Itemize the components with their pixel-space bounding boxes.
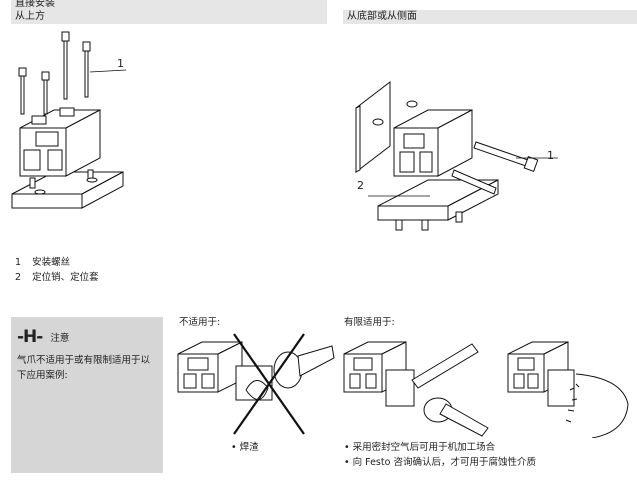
header-band-right <box>343 10 637 24</box>
mount-from-bottom-figure <box>355 80 558 231</box>
not-suitable-bullet: • 焊渣 <box>231 442 259 453</box>
mount-from-top-figure <box>11 31 127 209</box>
note-header: -H- 注意 <box>17 327 69 347</box>
limited-corrosive-figure <box>507 341 629 438</box>
callout-1-right: 1 <box>547 149 554 162</box>
not-suitable-label: 不适用于: <box>179 317 221 328</box>
note-title: 注意 <box>50 333 70 344</box>
section-title-from-bottom-side: 从底部或从侧面 <box>347 11 417 22</box>
legend-number: 2 <box>15 272 22 283</box>
legend-text: 定位销、定位套 <box>32 272 99 283</box>
not-suitable-figure <box>177 333 335 435</box>
section-title-from-top: 从上方 <box>15 11 45 22</box>
bullet-text: 焊渣 <box>239 442 259 453</box>
limited-bullet-2: • 向 Festo 咨询确认后，才可用于腐蚀性介质 <box>344 457 536 468</box>
limited-bullet-1: • 采用密封空气后可用于机加工场合 <box>344 442 496 453</box>
legend-text: 安装螺丝 <box>32 257 71 268</box>
note-box: -H- 注意 气爪不适用于或有限制适用于以下应用案例: <box>11 317 163 473</box>
note-body: 气爪不适用于或有限制适用于以下应用案例: <box>17 355 151 381</box>
limited-label: 有限适用于: <box>344 317 395 328</box>
callout-2-right: 2 <box>357 179 364 192</box>
callout-1-left: 1 <box>117 57 124 70</box>
header-band-left <box>11 0 327 24</box>
bullet-text: 向 Festo 咨询确认后，才可用于腐蚀性介质 <box>352 457 536 468</box>
legend-item-2: 2 定位销、定位套 <box>15 270 99 285</box>
section-title-direct-mount: 直接安装 <box>15 0 55 9</box>
legend-number: 1 <box>15 257 22 268</box>
legend-item-1: 1 安装螺丝 <box>15 255 70 270</box>
limited-machining-figure <box>343 341 489 437</box>
bullet-text: 采用密封空气后可用于机加工场合 <box>352 442 496 453</box>
note-symbol: -H- <box>17 327 43 347</box>
